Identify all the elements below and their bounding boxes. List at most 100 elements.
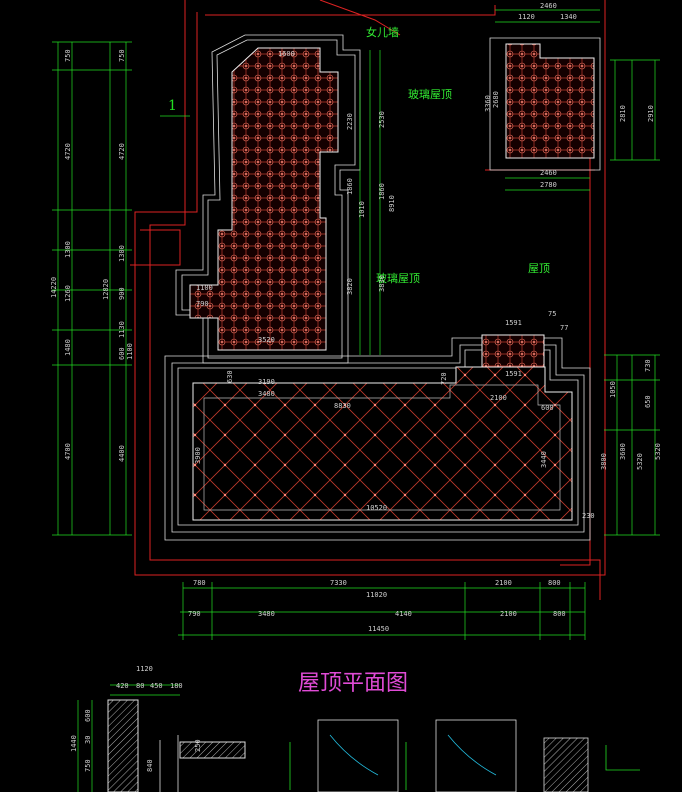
svg-text:2460: 2460 <box>540 2 557 10</box>
svg-text:3820: 3820 <box>346 278 354 295</box>
svg-text:1860: 1860 <box>346 178 354 195</box>
svg-text:3190: 3190 <box>258 378 275 386</box>
leader-arrow <box>319 0 401 36</box>
svg-text:75: 75 <box>548 310 556 318</box>
svg-text:900: 900 <box>118 287 126 300</box>
svg-text:1120: 1120 <box>136 665 153 673</box>
svg-text:420: 420 <box>116 682 129 690</box>
svg-text:600: 600 <box>84 709 92 722</box>
svg-text:780: 780 <box>193 579 206 587</box>
svg-text:4400: 4400 <box>118 445 126 462</box>
svg-text:230: 230 <box>582 512 595 520</box>
svg-text:3830: 3830 <box>378 275 386 292</box>
wall-section-detail <box>77 684 246 792</box>
label-glass-roof-lower: 玻璃屋顶 <box>376 271 420 285</box>
svg-text:4140: 4140 <box>395 610 412 618</box>
dims-middle: 2230 2530 1860 1860 1010 8910 3820 3830 <box>346 111 396 295</box>
svg-text:730: 730 <box>644 359 652 372</box>
svg-text:1591: 1591 <box>505 370 522 378</box>
svg-text:1130: 1130 <box>118 321 126 338</box>
svg-text:1480: 1480 <box>64 339 72 356</box>
svg-text:11020: 11020 <box>366 591 387 599</box>
svg-text:14220: 14220 <box>50 277 58 298</box>
svg-text:5320: 5320 <box>636 453 644 470</box>
svg-text:600: 600 <box>118 347 126 360</box>
main-roof-diamond <box>192 366 573 521</box>
svg-text:650: 650 <box>644 395 652 408</box>
svg-text:1260: 1260 <box>64 285 72 302</box>
label-parapet: 女儿墙 <box>366 25 399 39</box>
drawing-title: 屋顶平面图 <box>298 671 408 696</box>
svg-text:1600: 1600 <box>278 50 295 58</box>
dims-right-lower: 1591 75 77 1591 730 1050 650 3600 5320 3… <box>505 310 662 520</box>
svg-text:2100: 2100 <box>495 579 512 587</box>
svg-text:30: 30 <box>84 736 92 744</box>
svg-text:3480: 3480 <box>258 390 275 398</box>
svg-text:3900: 3900 <box>194 447 202 464</box>
svg-text:3800: 3800 <box>600 453 608 470</box>
svg-text:1300: 1300 <box>64 241 72 258</box>
svg-text:77: 77 <box>560 324 568 332</box>
dims-small: 1600 1100 790 3520 <box>196 50 295 344</box>
outline-rings <box>164 34 601 541</box>
svg-text:250: 250 <box>194 739 202 752</box>
dims-main: 630 3190 3480 8830 720 2100 600 3900 344… <box>194 370 554 512</box>
svg-text:1440: 1440 <box>70 735 78 752</box>
svg-text:1300: 1300 <box>118 245 126 262</box>
svg-text:1120: 1120 <box>518 13 535 21</box>
svg-text:10520: 10520 <box>366 504 387 512</box>
svg-text:80: 80 <box>136 682 144 690</box>
svg-text:8830: 8830 <box>334 402 351 410</box>
dims-left-outer: 750 4720 1300 1260 1480 4700 14220 <box>50 49 72 460</box>
svg-text:1100: 1100 <box>126 343 134 360</box>
svg-text:750: 750 <box>118 49 126 62</box>
svg-text:1591: 1591 <box>505 319 522 327</box>
glass-roof-small <box>481 43 595 368</box>
svg-text:4720: 4720 <box>64 143 72 160</box>
dims-bottom: 780 7330 2100 800 11020 790 3480 4140 21… <box>188 579 566 633</box>
svg-text:1010: 1010 <box>358 201 366 218</box>
svg-text:1100: 1100 <box>196 284 213 292</box>
svg-text:2780: 2780 <box>540 181 557 189</box>
svg-text:750: 750 <box>84 759 92 772</box>
svg-text:790: 790 <box>188 610 201 618</box>
svg-text:2100: 2100 <box>490 394 507 402</box>
svg-text:12820: 12820 <box>102 279 110 300</box>
svg-text:2530: 2530 <box>378 111 386 128</box>
svg-text:750: 750 <box>64 49 72 62</box>
svg-text:800: 800 <box>553 610 566 618</box>
svg-text:3360: 3360 <box>484 95 492 112</box>
svg-text:2910: 2910 <box>647 105 655 122</box>
svg-text:2680: 2680 <box>492 91 500 108</box>
svg-text:840: 840 <box>146 759 154 772</box>
svg-text:2100: 2100 <box>500 610 517 618</box>
label-glass-roof-upper: 玻璃屋顶 <box>408 87 452 101</box>
label-roof: 屋顶 <box>528 262 550 275</box>
svg-text:2810: 2810 <box>619 105 627 122</box>
dims-left-inner: 750 4720 1300 900 1130 600 1100 4400 128… <box>102 49 134 462</box>
svg-text:11450: 11450 <box>368 625 389 633</box>
corner-details <box>289 719 640 792</box>
svg-text:2460: 2460 <box>540 169 557 177</box>
svg-text:3520: 3520 <box>258 336 275 344</box>
svg-text:1340: 1340 <box>560 13 577 21</box>
svg-text:4720: 4720 <box>118 143 126 160</box>
svg-text:600: 600 <box>541 404 554 412</box>
dims-right-top: 2460 1120 1340 2680 3360 2460 2780 2810 … <box>484 2 655 189</box>
svg-text:180: 180 <box>170 682 183 690</box>
dims-detail: 1120 420 80 450 180 1440 600 30 750 840 … <box>70 665 202 772</box>
view-marker: 1 <box>168 98 177 114</box>
svg-text:7330: 7330 <box>330 579 347 587</box>
svg-text:630: 630 <box>226 370 234 383</box>
svg-text:3480: 3480 <box>258 610 275 618</box>
svg-text:2230: 2230 <box>346 113 354 130</box>
svg-text:450: 450 <box>150 682 163 690</box>
glass-roof-upper <box>189 47 339 351</box>
dimension-lines <box>52 9 660 640</box>
svg-text:1860: 1860 <box>378 183 386 200</box>
svg-text:1050: 1050 <box>609 381 617 398</box>
svg-text:3600: 3600 <box>619 443 627 460</box>
svg-text:800: 800 <box>548 579 561 587</box>
svg-text:4700: 4700 <box>64 443 72 460</box>
